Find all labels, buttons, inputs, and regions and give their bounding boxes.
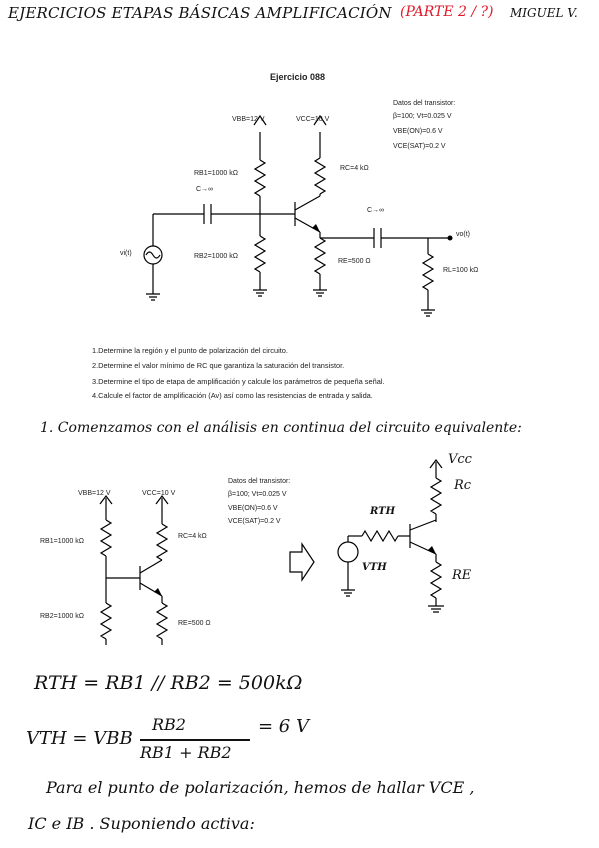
dc-label-rb2: RB2=1000 kΩ <box>40 613 84 620</box>
header-part: (PARTE 2 / ?) <box>400 4 494 20</box>
transistor-heading: Datos del transistor: <box>393 100 456 107</box>
vth-numerator: RB2 <box>152 715 186 734</box>
vth-fraction-bar <box>140 739 250 741</box>
label-vbb: VBB=12 V <box>232 116 265 123</box>
equiv-rth: RTH <box>370 506 396 517</box>
dc-label-vcc: VCC=10 V <box>142 490 176 497</box>
label-rb2: RB2=1000 kΩ <box>194 253 238 260</box>
label-rl: RL=100 kΩ <box>443 267 479 274</box>
question-4: 4.Calcule el factor de amplificación (Av… <box>92 391 373 400</box>
exercise-title: Ejercicio 088 <box>270 72 326 82</box>
step1-heading: 1. Comenzamos con el análisis en continu… <box>40 420 522 436</box>
equiv-re: RE <box>452 568 472 583</box>
dc-transistor-heading: Datos del transistor: <box>228 478 291 485</box>
question-3: 3.Determine el tipo de etapa de amplific… <box>92 377 385 386</box>
transistor-vcesat: VCE(SAT)=0.2 V <box>393 143 446 150</box>
equiv-vth: VTH <box>362 562 387 573</box>
transistor-beta: β=100; Vt=0.025 V <box>393 113 452 120</box>
equiv-vcc: Vcc <box>448 452 472 467</box>
dc-transistor-vbe: VBE(ON)=0.6 V <box>228 505 278 512</box>
label-vi: vi(t) <box>120 250 132 257</box>
label-rc: RC=4 kΩ <box>340 165 369 172</box>
vth-result: = 6 V <box>258 716 309 737</box>
dc-label-vbb: VBB=12 V <box>78 490 111 497</box>
label-re: RE=500 Ω <box>338 258 371 265</box>
vth-denominator: RB1 + RB2 <box>140 743 232 762</box>
dc-transistor-beta: β=100; Vt=0.025 V <box>228 491 287 498</box>
question-1: 1.Determine la región y el punto de pola… <box>92 346 288 355</box>
paragraph-line1: Para el punto de polarización, hemos de … <box>46 778 475 797</box>
transistor-vbe: VBE(ON)=0.6 V <box>393 128 443 135</box>
dc-label-rc: RC=4 kΩ <box>178 533 207 540</box>
label-c1: C→∞ <box>196 186 214 193</box>
header-author: MIGUEL V. <box>510 6 578 20</box>
label-vcc: VCC=10 V <box>296 116 330 123</box>
dc-label-rb1: RB1=1000 kΩ <box>40 538 84 545</box>
question-2: 2.Determine el valor mínimo de RC que ga… <box>92 361 345 370</box>
rth-equation: RTH = RB1 // RB2 = 500kΩ <box>34 672 303 694</box>
dc-transistor-vcesat: VCE(SAT)=0.2 V <box>228 518 281 525</box>
exercise-circuit <box>143 114 453 317</box>
label-c2: C→∞ <box>367 207 385 214</box>
paragraph-line2: IC e IB . Suponiendo activa: <box>28 814 255 833</box>
dc-circuit <box>99 459 444 645</box>
dc-label-re: RE=500 Ω <box>178 620 211 627</box>
header-title: EJERCICIOS ETAPAS BÁSICAS AMPLIFICACIÓN <box>8 4 392 22</box>
equiv-rc: Rc <box>454 478 472 493</box>
label-vo: vo(t) <box>456 231 470 238</box>
label-rb1: RB1=1000 kΩ <box>194 170 238 177</box>
vth-lhs: VTH = VBB <box>26 728 133 749</box>
